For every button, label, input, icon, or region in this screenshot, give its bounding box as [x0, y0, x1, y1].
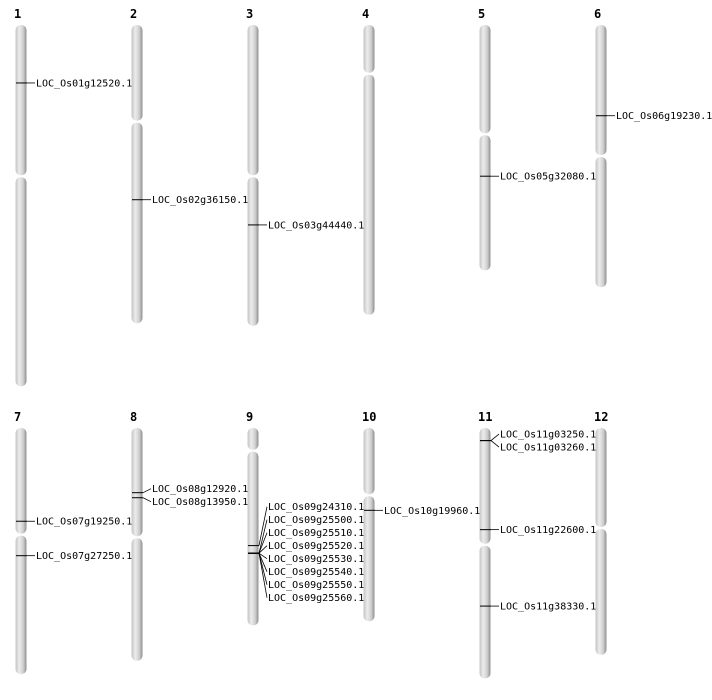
chromosome-11: 11LOC_Os11g03250.1LOC_Os11g03260.1LOC_Os… — [478, 410, 596, 679]
chromosome-short-arm — [247, 428, 259, 450]
gene-label: LOC_Os02g36150.1 — [152, 195, 248, 206]
chromosome-number: 1 — [14, 7, 21, 21]
gene-connector — [258, 506, 268, 546]
gene-label: LOC_Os09g25550.1 — [268, 580, 364, 591]
chromosome-short-arm — [15, 25, 27, 176]
gene-label: LOC_Os09g24310.1 — [268, 502, 364, 513]
chromosome-number: 8 — [130, 410, 137, 424]
chromosome-number: 12 — [594, 410, 608, 424]
chromosome-4: 4 — [362, 7, 375, 315]
chromosome-short-arm — [131, 25, 143, 121]
gene-label: LOC_Os09g25510.1 — [268, 528, 364, 539]
chromosome-number: 2 — [130, 7, 137, 21]
gene-connector — [490, 440, 500, 448]
gene-label: LOC_Os07g27250.1 — [36, 551, 132, 562]
chromosome-9: 9LOC_Os09g24310.1LOC_Os09g25500.1LOC_Os0… — [246, 410, 364, 626]
chromosome-short-arm — [595, 428, 607, 527]
chromosome-long-arm — [363, 496, 375, 622]
chromosome-number: 6 — [594, 7, 601, 21]
gene-label: LOC_Os11g22600.1 — [500, 525, 596, 536]
gene-label: LOC_Os09g25530.1 — [268, 554, 364, 565]
gene-label: LOC_Os10g19960.1 — [384, 506, 480, 517]
gene-label: LOC_Os08g12920.1 — [152, 484, 248, 495]
chromosome-long-arm — [363, 74, 375, 315]
chromosome-long-arm — [479, 135, 491, 271]
chromosome-short-arm — [15, 428, 27, 534]
gene-label: LOC_Os09g25520.1 — [268, 541, 364, 552]
chromosome-number: 9 — [246, 410, 253, 424]
gene-connector — [258, 519, 268, 554]
chromosome-short-arm — [595, 25, 607, 156]
gene-label: LOC_Os06g19230.1 — [616, 111, 712, 122]
chromosome-long-arm — [247, 451, 259, 626]
gene-label: LOC_Os11g03260.1 — [500, 443, 596, 454]
gene-label: LOC_Os11g03250.1 — [500, 430, 596, 441]
chromosome-12: 12 — [594, 410, 608, 655]
gene-label: LOC_Os03g44440.1 — [268, 220, 364, 231]
chromosome-short-arm — [131, 428, 143, 537]
gene-label: LOC_Os11g38330.1 — [500, 602, 596, 613]
gene-connector — [258, 545, 268, 554]
chromosome-number: 5 — [478, 7, 485, 21]
chromosome-long-arm — [15, 177, 27, 387]
chromosome-long-arm — [131, 122, 143, 324]
chromosome-long-arm — [247, 177, 259, 326]
chromosome-long-arm — [595, 157, 607, 288]
gene-label: LOC_Os05g32080.1 — [500, 172, 596, 183]
gene-connector — [258, 553, 268, 572]
gene-connector — [142, 488, 152, 494]
chromosome-short-arm — [363, 428, 375, 495]
gene-connector — [258, 532, 268, 554]
gene-label: LOC_Os09g25560.1 — [268, 593, 364, 604]
gene-label: LOC_Os07g19250.1 — [36, 517, 132, 528]
chromosome-long-arm — [131, 538, 143, 661]
chromosome-short-arm — [247, 25, 259, 176]
chromosome-long-arm — [595, 528, 607, 655]
gene-connector — [142, 497, 152, 503]
chromosome-long-arm — [15, 535, 27, 675]
chromosome-short-arm — [479, 25, 491, 134]
gene-connector — [490, 433, 500, 441]
gene-label: LOC_Os08g13950.1 — [152, 497, 248, 508]
chromosome-number: 7 — [14, 410, 21, 424]
chromosome-long-arm — [479, 545, 491, 679]
gene-label: LOC_Os09g25540.1 — [268, 567, 364, 578]
chromosome-short-arm — [479, 428, 491, 544]
chromosome-number: 4 — [362, 7, 369, 21]
gene-connector — [258, 553, 268, 598]
chromosome-short-arm — [363, 25, 375, 73]
chromosome-number: 11 — [478, 410, 492, 424]
chromosome-number: 10 — [362, 410, 376, 424]
gene-label: LOC_Os01g12520.1 — [36, 78, 132, 89]
gene-connector — [258, 552, 268, 560]
chromosome-number: 3 — [246, 7, 253, 21]
gene-label: LOC_Os09g25500.1 — [268, 515, 364, 526]
